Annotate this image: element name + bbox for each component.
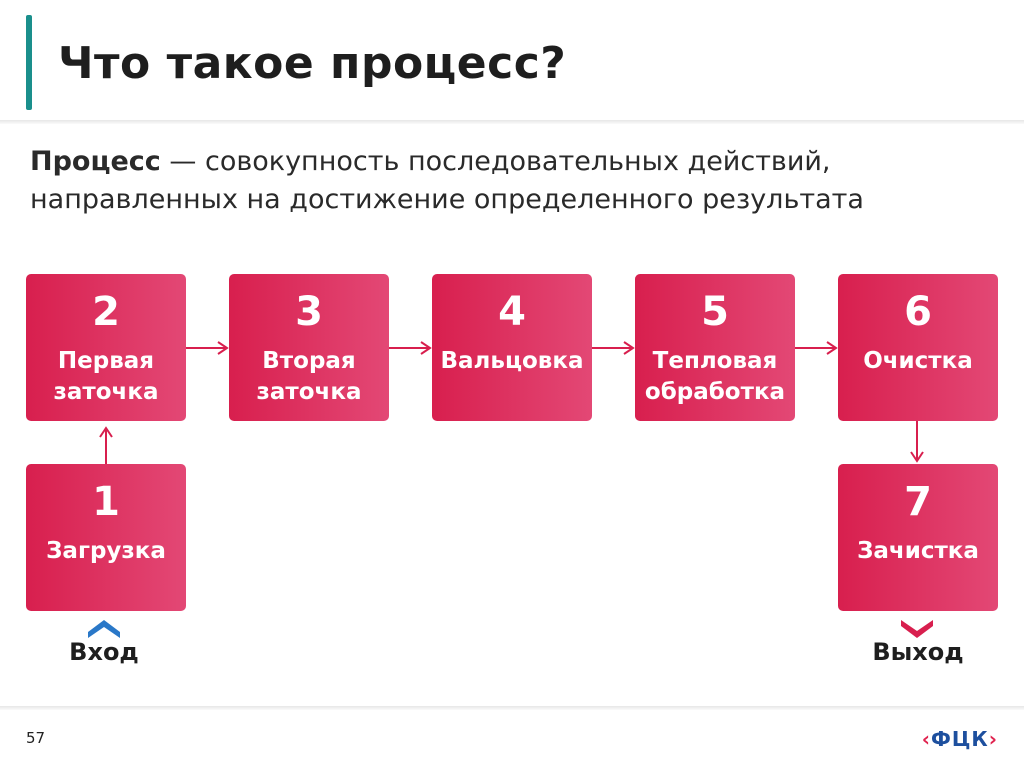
input-chevron-icon	[88, 620, 120, 638]
connector-3-4-head	[420, 341, 432, 355]
connector-6-7-head	[910, 451, 924, 463]
step-label: Зачистка	[857, 538, 979, 564]
step-1-box: 1 Загрузка	[26, 464, 186, 611]
definition-term: Процесс	[30, 146, 161, 177]
step-number: 4	[498, 289, 526, 335]
output-chevron-icon	[901, 620, 933, 638]
step-number: 1	[92, 479, 120, 525]
step-label: Вальцовка	[440, 348, 584, 374]
step-3-box: 3 Вторая заточка	[229, 274, 389, 421]
brand-logo: ‹ФЦК›	[922, 727, 998, 751]
step-label: Очистка	[863, 348, 973, 374]
step-label: Первая заточка	[53, 348, 159, 405]
logo-right-bracket: ›	[988, 727, 998, 751]
definition-text: Процесс — совокупность последовательных …	[30, 143, 1010, 219]
step-label: Загрузка	[46, 538, 166, 564]
connector-5-6-head	[826, 341, 838, 355]
page-number: 57	[26, 729, 46, 747]
connector-4-5-head	[623, 341, 635, 355]
step-2-box: 2 Первая заточка	[26, 274, 186, 421]
title-accent-bar	[26, 15, 32, 110]
step-number: 3	[295, 289, 323, 335]
step-number: 2	[92, 289, 120, 335]
definition-body: — совокупность последовательных действий…	[30, 146, 864, 215]
connector-2-3-head	[217, 341, 229, 355]
header-divider	[0, 120, 1024, 124]
step-label: Тепловая обработка	[644, 348, 786, 405]
step-number: 5	[701, 289, 729, 335]
step-6-box: 6 Очистка	[838, 274, 998, 421]
step-label: Вторая заточка	[256, 348, 362, 405]
step-number: 6	[904, 289, 932, 335]
slide-title: Что такое процесс?	[58, 38, 567, 89]
footer-divider	[0, 706, 1024, 710]
logo-text: ФЦК	[931, 727, 989, 751]
step-7-box: 7 Зачистка	[838, 464, 998, 611]
input-label: Вход	[69, 638, 139, 666]
connector-1-2-head	[99, 426, 113, 438]
step-4-box: 4 Вальцовка	[432, 274, 592, 421]
step-5-box: 5 Тепловая обработка	[635, 274, 795, 421]
logo-left-bracket: ‹	[921, 727, 931, 751]
output-label: Выход	[872, 638, 964, 666]
step-number: 7	[904, 479, 932, 525]
